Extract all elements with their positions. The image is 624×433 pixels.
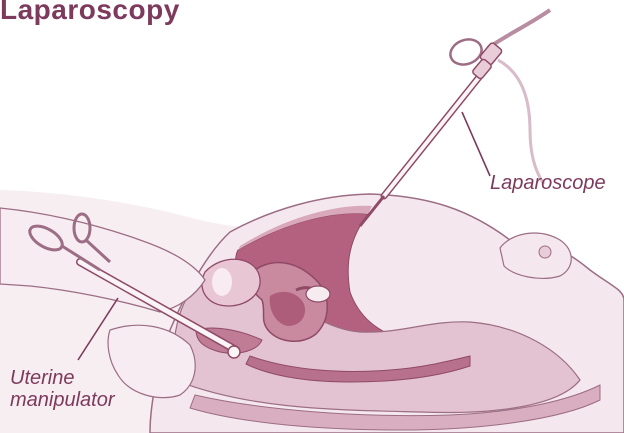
nipple <box>539 246 551 258</box>
uterine-manipulator-tip <box>228 346 240 358</box>
bladder-highlight <box>212 268 232 296</box>
laparoscope-light-cable <box>488 10 550 48</box>
laparoscope-leader-line <box>462 112 490 176</box>
laparoscope-cable <box>498 60 544 184</box>
uterine-manipulator-label-line-2: manipulator <box>10 389 115 411</box>
breast <box>500 233 571 278</box>
page-title: Laparoscopy <box>0 0 180 26</box>
laparoscope-shaft-highlight <box>384 66 488 196</box>
laparoscope-label: Laparoscope <box>490 172 606 194</box>
uterine-manipulator-label: Uterine manipulator <box>10 367 115 411</box>
ovary <box>306 286 330 302</box>
uterine-manipulator-label-line-1: Uterine <box>10 367 115 389</box>
